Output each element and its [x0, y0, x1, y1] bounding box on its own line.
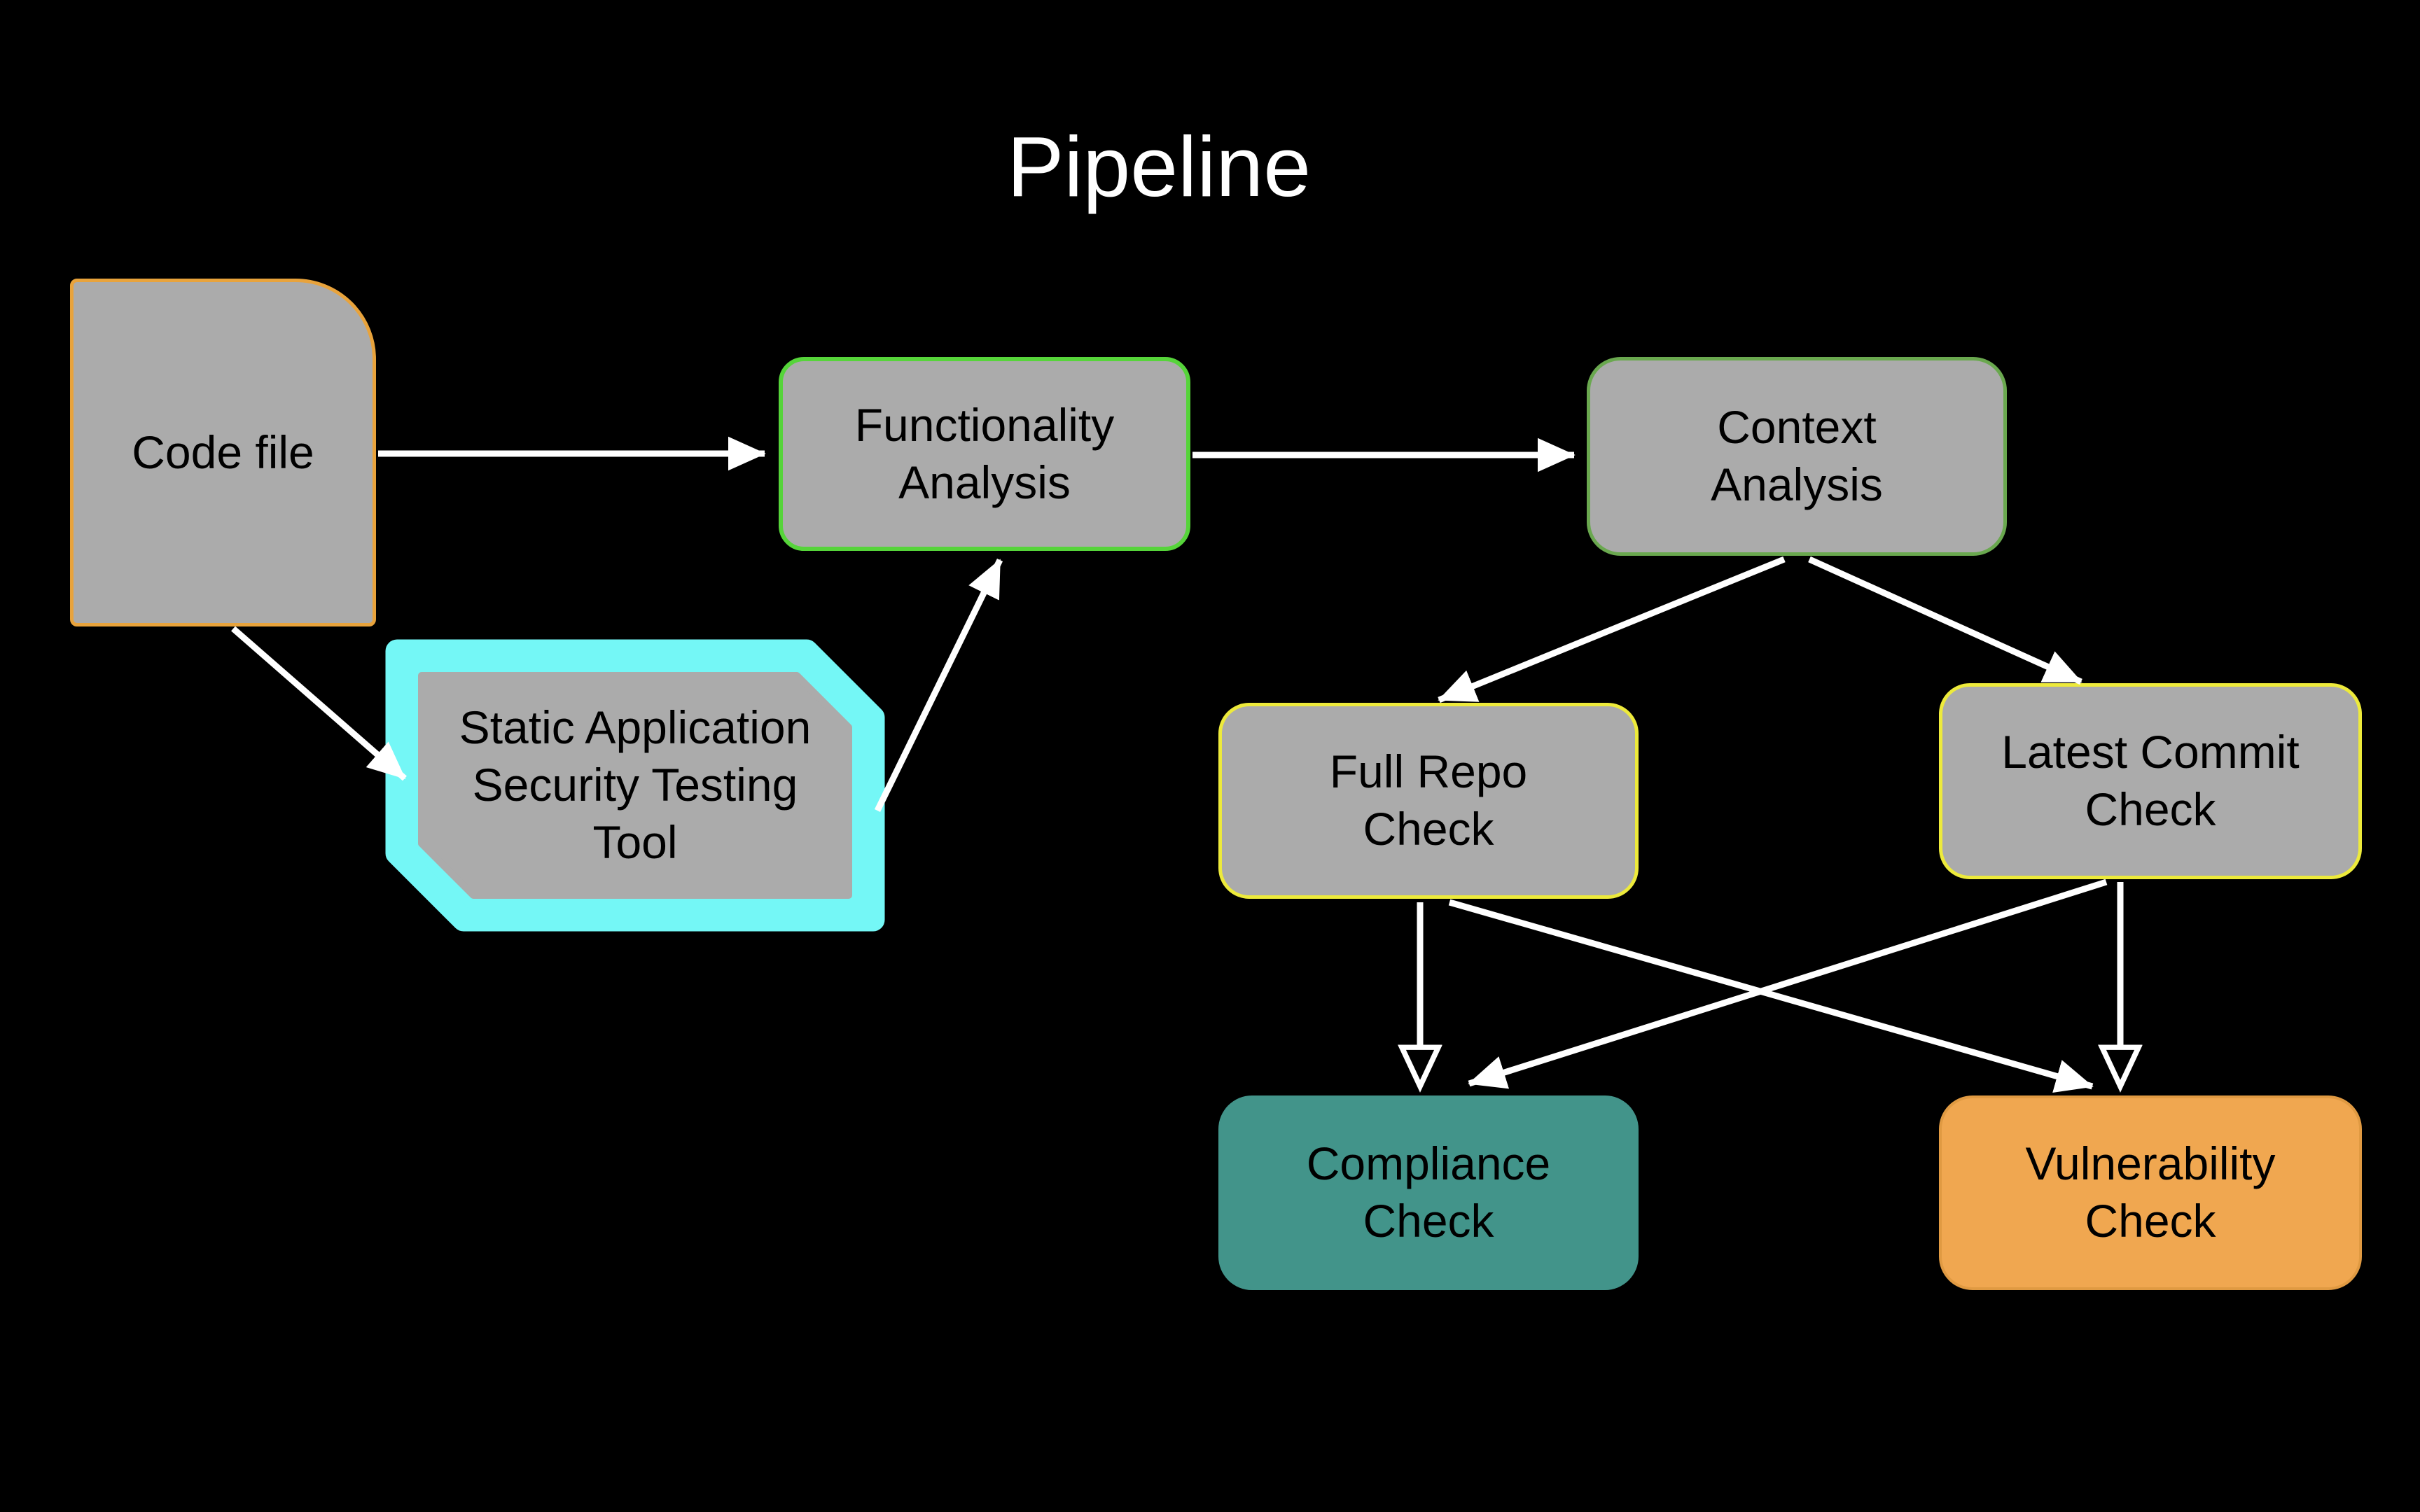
- edge-full-repo-check-to-vulnerability-check: [1448, 899, 2094, 1093]
- edge-context-analysis-to-latest-commit-check: [1808, 556, 2082, 685]
- node-compliance-check-label: Compliance Check: [1306, 1138, 1551, 1247]
- edge-sast-to-functionality-analysis: [874, 559, 1003, 812]
- node-context-analysis-label: Context Analysis: [1711, 401, 1883, 510]
- edge-context-analysis-to-full-repo-check: [1438, 556, 1786, 704]
- node-sast-label: Static Application Security Testing Tool: [459, 701, 812, 868]
- node-code-file: Code file: [70, 279, 376, 626]
- edge-latest-commit-check-to-compliance-check: [1468, 878, 2108, 1089]
- edge-code-file-to-sast: [231, 626, 407, 781]
- node-functionality-analysis: Functionality Analysis: [779, 357, 1190, 551]
- node-full-repo-check-label: Full Repo Check: [1329, 746, 1528, 855]
- diagram-title: Pipeline: [1006, 119, 1312, 214]
- node-sast: Static Application Security Testing Tool: [385, 639, 885, 932]
- node-full-repo-check: Full Repo Check: [1218, 703, 1639, 899]
- sast-beveled-shape: [385, 639, 885, 932]
- node-functionality-analysis-label: Functionality Analysis: [854, 398, 1115, 508]
- node-latest-commit-check-label: Latest Commit Check: [2001, 726, 2300, 835]
- node-latest-commit-check: Latest Commit Check: [1939, 683, 2362, 879]
- node-context-analysis: Context Analysis: [1587, 357, 2007, 556]
- node-compliance-check: Compliance Check: [1218, 1096, 1639, 1290]
- sast-shape-inner-gray: [418, 672, 852, 899]
- node-code-file-label: Code file: [132, 426, 314, 478]
- node-vulnerability-check-label: Vulnerability Check: [2025, 1138, 2276, 1247]
- node-vulnerability-check: Vulnerability Check: [1939, 1096, 2362, 1290]
